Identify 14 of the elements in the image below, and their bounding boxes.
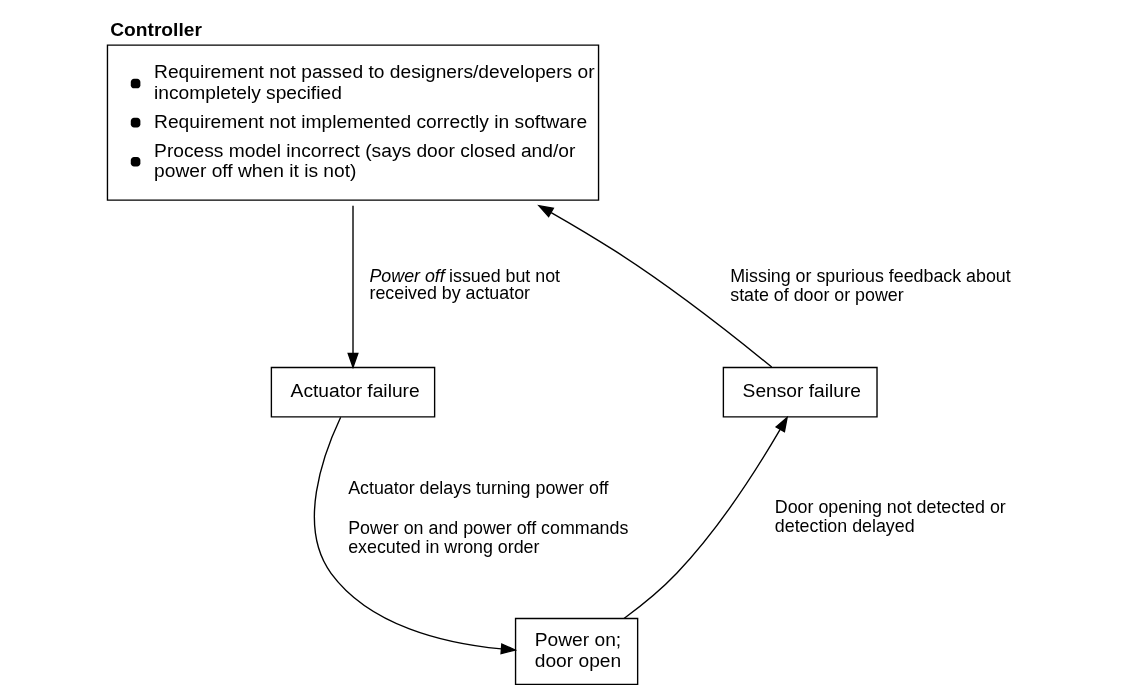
edge-label: Door opening not detected or detection delayed [774, 496, 1006, 536]
edge-label: Power on and power off commands executed in wrong order [347, 518, 628, 558]
arrow [346, 205, 359, 370]
edge-label: Missing or spurious feedback about state of door or power [729, 265, 1011, 305]
node-box: Actuator failure [270, 366, 435, 418]
arrow [313, 416, 517, 655]
node-box: Requirement not passed to designers/developers or incompletely specified Requirement not implemented correctly in software Process model incorrect (says door closed and/or power off when it is not) [106, 44, 599, 201]
arrow [536, 204, 772, 368]
edge-label: Actuator delays turning power off [347, 477, 609, 498]
node-box: Power on; door open [514, 617, 638, 686]
node-box: Sensor failure [722, 366, 878, 418]
edge-label: Power off issued but not received by actuator [368, 265, 560, 304]
node-label: Controller [109, 18, 202, 40]
arrow [622, 415, 788, 620]
